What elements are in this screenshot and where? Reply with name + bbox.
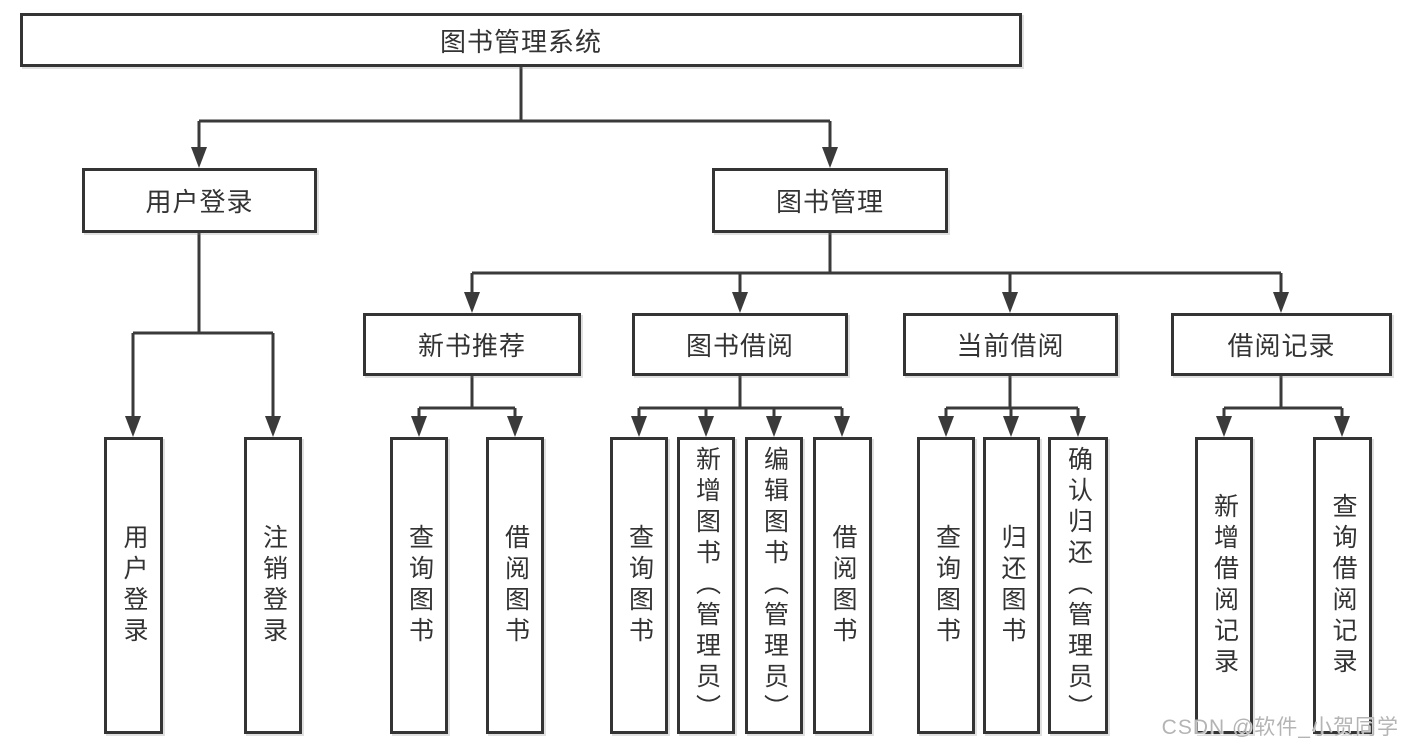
- arrow-down-icon: [1216, 416, 1232, 437]
- current-borrow-branch-line: [944, 376, 1080, 418]
- book-borrow-branch-line: [637, 376, 844, 418]
- arrow-down-icon: [1334, 416, 1350, 437]
- leaf-borrow-books-borrow-label: 借阅图书: [829, 523, 857, 648]
- arrow-down-icon: [1070, 416, 1086, 437]
- root-branch-line: [197, 67, 832, 150]
- arrow-down-icon: [938, 416, 954, 437]
- leaf-borrow-books-recommend: 借阅图书: [486, 437, 544, 734]
- arrow-down-icon: [265, 416, 281, 437]
- leaf-add-book-admin-label: 新增图书（管理员）: [692, 446, 721, 725]
- node-book-management: 图书管理: [712, 168, 948, 233]
- leaf-edit-book-admin: 编辑图书（管理员）: [745, 437, 803, 734]
- leaf-borrow-books-recommend-label: 借阅图书: [501, 523, 530, 648]
- leaf-logout-label: 注销登录: [259, 523, 288, 648]
- arrow-down-icon: [766, 416, 782, 437]
- leaf-return-book: 归还图书: [983, 437, 1040, 734]
- leaf-add-borrow-record: 新增借阅记录: [1195, 437, 1253, 734]
- leaf-logout: 注销登录: [244, 437, 302, 734]
- arrow-down-icon: [411, 416, 427, 437]
- leaf-query-borrow-record: 查询借阅记录: [1313, 437, 1372, 734]
- leaf-user-login-label: 用户登录: [120, 523, 148, 648]
- node-root-label: 图书管理系统: [439, 26, 602, 57]
- connector-lines: [131, 67, 1344, 418]
- arrow-down-icon: [1003, 416, 1019, 437]
- arrow-down-icon: [631, 416, 647, 437]
- leaf-edit-book-admin-label: 编辑图书（管理员）: [760, 446, 789, 725]
- node-book-management-label: 图书管理: [775, 187, 884, 217]
- arrowheads: [125, 147, 1350, 437]
- node-book-borrow-label: 图书借阅: [685, 331, 794, 361]
- node-current-borrow-label: 当前借阅: [956, 331, 1065, 361]
- node-user-login-label: 用户登录: [145, 187, 254, 217]
- leaf-return-book-label: 归还图书: [998, 523, 1026, 648]
- user-login-branch-line: [131, 233, 275, 418]
- leaf-query-books-borrow: 查询图书: [610, 437, 668, 734]
- leaf-confirm-return-admin-label: 确认归还（管理员）: [1064, 446, 1093, 725]
- watermark: CSDN @软件_小贺同学: [1161, 716, 1399, 739]
- node-book-borrow: 图书借阅: [632, 313, 848, 376]
- node-borrow-records: 借阅记录: [1171, 313, 1392, 376]
- new-book-recommend-branch-line: [417, 376, 517, 418]
- node-user-login: 用户登录: [82, 168, 317, 233]
- arrow-down-icon: [464, 292, 480, 313]
- leaf-query-books-current-label: 查询图书: [932, 523, 961, 648]
- arrow-down-icon: [698, 416, 714, 437]
- leaf-user-login: 用户登录: [104, 437, 163, 734]
- leaf-borrow-books-borrow: 借阅图书: [813, 437, 872, 734]
- arrow-down-icon: [125, 416, 141, 437]
- node-borrow-records-label: 借阅记录: [1227, 331, 1336, 361]
- arrow-down-icon: [1002, 292, 1018, 313]
- arrow-down-icon: [834, 416, 850, 437]
- arrow-down-icon: [191, 147, 207, 168]
- leaf-query-books-recommend-label: 查询图书: [405, 523, 434, 648]
- arrow-down-icon: [822, 147, 838, 168]
- leaf-add-book-admin: 新增图书（管理员）: [677, 437, 735, 734]
- leaf-query-books-current: 查询图书: [917, 437, 975, 734]
- node-new-book-recommend-label: 新书推荐: [417, 331, 526, 361]
- leaf-query-borrow-record-label: 查询借阅记录: [1329, 492, 1357, 679]
- leaf-add-borrow-record-label: 新增借阅记录: [1210, 492, 1239, 679]
- book-management-branch-line: [470, 233, 1283, 294]
- leaf-query-books-borrow-label: 查询图书: [625, 523, 654, 648]
- arrow-down-icon: [1273, 292, 1289, 313]
- node-new-book-recommend: 新书推荐: [363, 313, 581, 376]
- leaf-confirm-return-admin: 确认归还（管理员）: [1048, 437, 1108, 734]
- arrow-down-icon: [507, 416, 523, 437]
- node-root: 图书管理系统: [20, 13, 1022, 67]
- arrow-down-icon: [732, 292, 748, 313]
- node-current-borrow: 当前借阅: [903, 313, 1118, 376]
- leaf-query-books-recommend: 查询图书: [390, 437, 448, 734]
- borrow-records-branch-line: [1222, 376, 1344, 418]
